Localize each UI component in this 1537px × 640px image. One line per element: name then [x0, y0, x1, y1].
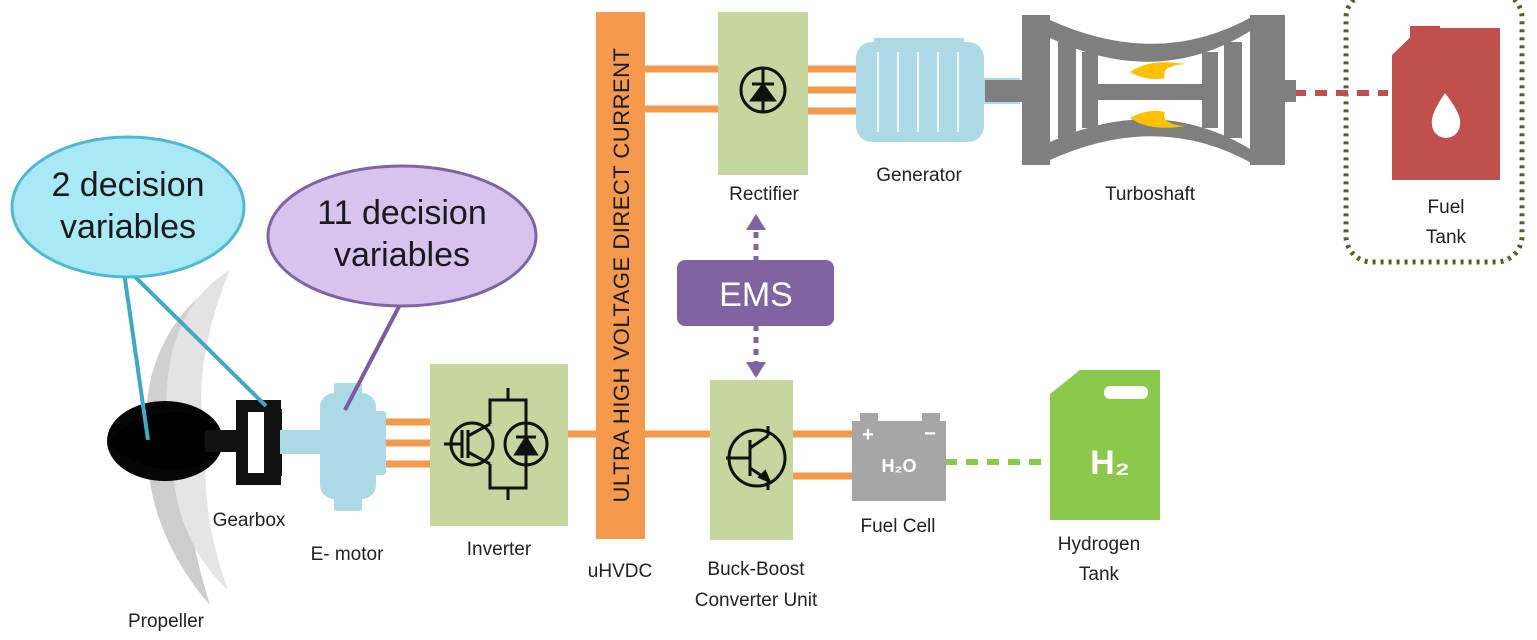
callout-motor-variables	[266, 164, 538, 308]
buck-boost-label-line2: Converter Unit	[695, 590, 818, 611]
buck-boost-label-line1: Buck-Boost	[707, 559, 805, 580]
fuel-cell-minus: −	[924, 423, 936, 445]
flame-icon	[1130, 62, 1185, 128]
hydrogen-tank-icon	[1050, 370, 1160, 520]
callout-gearbox-line1: 2 decision	[51, 166, 204, 204]
turboshaft-icon	[985, 15, 1296, 165]
uhvdc-label: uHVDC	[588, 561, 652, 582]
emotor-icon	[320, 383, 386, 511]
generator-fins	[877, 52, 959, 132]
transistor-icon	[726, 426, 787, 490]
ems-arrow-down	[746, 362, 766, 378]
fuel-cell-label: Fuel Cell	[861, 516, 936, 537]
uhvdc-bus-label: ULTRA HIGH VOLTAGE DIRECT CURRENT	[609, 48, 634, 503]
inverter-label: Inverter	[467, 539, 532, 560]
callout-gearbox-pointer-b	[121, 263, 268, 408]
fuel-tank-boundary	[1343, 0, 1525, 265]
h2o-label: H₂O	[882, 456, 917, 476]
h2-label: H₂	[1090, 444, 1130, 482]
turboshaft-label: Turboshaft	[1105, 184, 1196, 205]
callout-gearbox-variables	[10, 135, 246, 279]
hydrogen-tank-label-line2: Tank	[1079, 564, 1120, 585]
fuel-tank-label-line2: Tank	[1426, 227, 1467, 248]
propeller-label: Propeller	[128, 611, 205, 632]
callout-gearbox-pointer-a	[121, 264, 150, 441]
fuel-cell-icon	[852, 413, 946, 501]
inverter-icon	[444, 388, 549, 500]
fuel-drop-icon	[1431, 93, 1461, 138]
gearbox-label: Gearbox	[213, 510, 286, 531]
emotor-label: E- motor	[311, 544, 385, 565]
generator-label: Generator	[876, 165, 962, 186]
diode-icon	[739, 66, 787, 114]
power-lines	[383, 65, 856, 480]
ems-block	[677, 260, 834, 326]
propeller-icon	[107, 270, 230, 605]
callout-gearbox-line2: variables	[60, 208, 196, 246]
ems-label: EMS	[719, 276, 793, 314]
callout-motor-line2: variables	[334, 236, 470, 274]
uhvdc-bus-bar	[596, 12, 645, 539]
callout-motor-line1: 11 decision	[317, 194, 487, 232]
fuel-tank-label-line1: Fuel	[1428, 197, 1465, 218]
ems-arrow-up	[746, 214, 766, 230]
fuel-cell-plus: +	[862, 424, 874, 446]
callout-motor-pointer	[343, 294, 407, 411]
hydrogen-tank-handle	[1104, 386, 1148, 399]
rectifier-label: Rectifier	[729, 184, 799, 205]
hydrogen-tank-label-line1: Hydrogen	[1058, 534, 1140, 555]
gearbox-icon	[205, 400, 320, 485]
